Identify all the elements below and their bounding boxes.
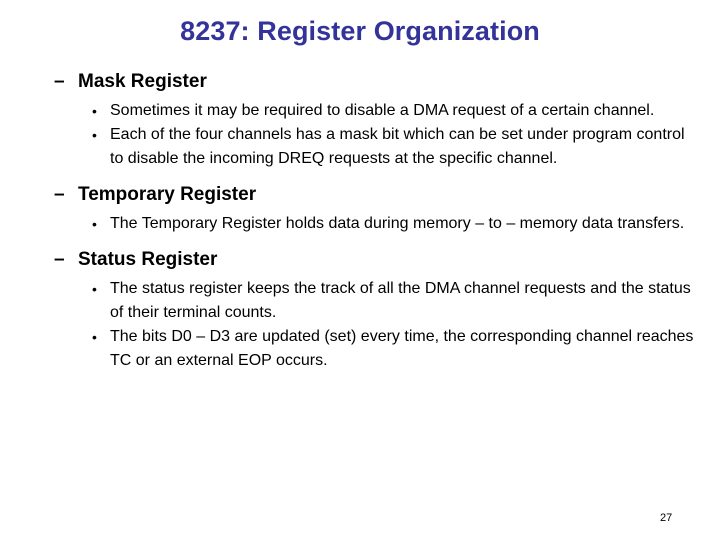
list-item-text: Sometimes it may be required to disable … [110, 102, 655, 119]
section-heading-mask-register: – Mask Register [0, 70, 720, 94]
dot-bullet-icon: • [92, 281, 97, 297]
bullet-list-mask-register: • Sometimes it may be required to disabl… [0, 99, 720, 171]
section-heading-label: Status Register [78, 249, 218, 270]
dot-bullet-icon: • [92, 103, 97, 119]
slide-page-number: 27 [660, 512, 673, 524]
list-item: • The status register keeps the track of… [0, 277, 720, 325]
bullet-list-status-register: • The status register keeps the track of… [0, 277, 720, 373]
list-item-text: Each of the four channels has a mask bit… [110, 126, 685, 167]
section-heading-status-register: – Status Register [0, 248, 720, 272]
list-item-text: The status register keeps the track of a… [110, 280, 691, 321]
list-item: • The bits D0 – D3 are updated (set) eve… [0, 325, 720, 373]
dash-bullet-icon: – [54, 249, 65, 270]
section-heading-label: Mask Register [78, 71, 207, 92]
list-item-text: The Temporary Register holds data during… [110, 215, 685, 232]
list-item-text: The bits D0 – D3 are updated (set) every… [110, 328, 694, 369]
page-title: 8237: Register Organization [180, 16, 540, 46]
list-item: • Each of the four channels has a mask b… [0, 123, 720, 171]
dot-bullet-icon: • [92, 216, 97, 232]
dot-bullet-icon: • [92, 329, 97, 345]
section-heading-temporary-register: – Temporary Register [0, 183, 720, 207]
spacer [0, 236, 720, 248]
dot-bullet-icon: • [92, 127, 97, 143]
bullet-list-temporary-register: • The Temporary Register holds data duri… [0, 212, 720, 236]
spacer [0, 171, 720, 183]
list-item: • Sometimes it may be required to disabl… [0, 99, 720, 123]
list-item: • The Temporary Register holds data duri… [0, 212, 720, 236]
dash-bullet-icon: – [54, 71, 65, 92]
dash-bullet-icon: – [54, 184, 65, 205]
section-heading-label: Temporary Register [78, 184, 257, 205]
slide-body: – Mask Register • Sometimes it may be re… [0, 70, 720, 373]
